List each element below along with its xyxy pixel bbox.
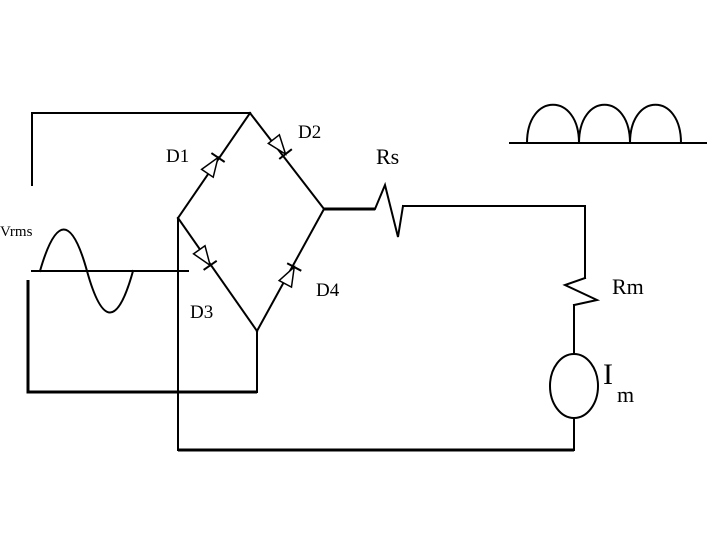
label-d2: D2: [298, 122, 321, 143]
label-d4: D4: [316, 280, 340, 301]
diode-d1-icon: [200, 152, 226, 179]
label-im-sub: m: [617, 382, 634, 407]
diode-d4-icon: [277, 262, 302, 289]
label-vrms: Vrms: [0, 224, 33, 240]
label-d3: D3: [190, 302, 213, 323]
ac-source-sine-wave: [38, 228, 135, 314]
diode-d3-icon: [192, 244, 218, 271]
label-rm: Rm: [612, 274, 644, 299]
source-bottom-wire: [26, 280, 257, 394]
source-top-wire: [31, 112, 251, 186]
rectified-waveform-icon: [525, 103, 683, 145]
resistor-rm-icon: [562, 276, 601, 307]
bridge-edge-bottom-left: [176, 216, 259, 333]
label-d1: D1: [166, 146, 189, 167]
label-im-main: I: [603, 358, 613, 391]
diode-d2-icon: [267, 133, 293, 160]
bridge-edge-top-right: [248, 111, 326, 211]
label-rs: Rs: [376, 144, 399, 169]
rs-to-rm-wire: [402, 205, 586, 279]
ammeter-circle-icon: [549, 353, 599, 419]
resistor-rs-icon: [373, 181, 405, 238]
